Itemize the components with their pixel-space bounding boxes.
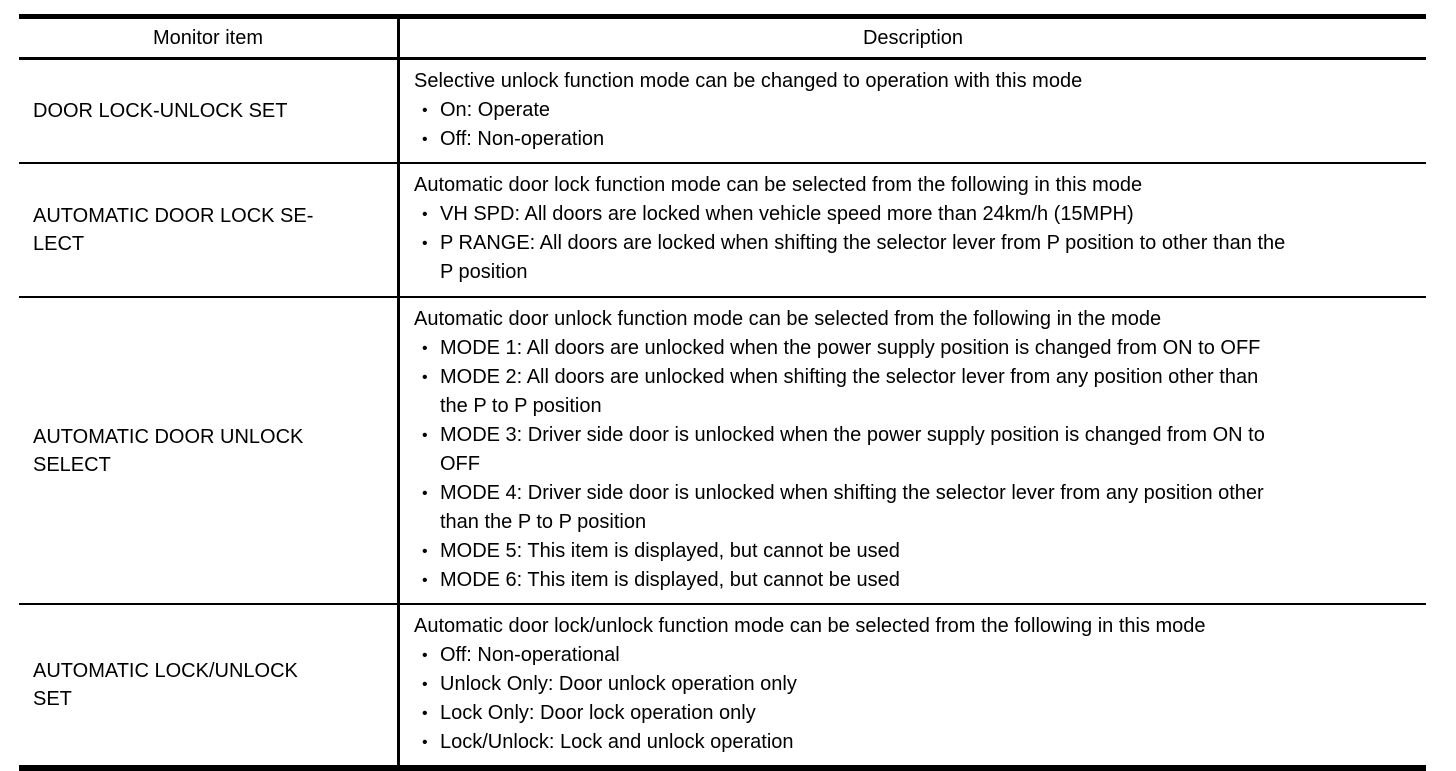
monitor-item-table: Monitor item Description DOOR LOCK-UNLOC…: [19, 14, 1426, 771]
bullet-icon: •: [422, 676, 428, 693]
description-cell: Selective unlock function mode can be ch…: [397, 60, 1426, 162]
bullet-item: • P RANGE: All doors are locked when shi…: [414, 229, 1414, 287]
bullet-item: • MODE 3: Driver side door is unlocked w…: [414, 421, 1414, 479]
monitor-item-name: AUTOMATIC DOOR UNLOCK SELECT: [33, 425, 304, 476]
bullet-item: • MODE 2: All doors are unlocked when sh…: [414, 363, 1414, 421]
description-cell: Automatic door lock/unlock function mode…: [397, 605, 1426, 765]
description-intro: Automatic door unlock function mode can …: [414, 308, 1162, 330]
bullet-item: • Lock/Unlock: Lock and unlock operation: [414, 728, 1414, 757]
description-intro: Automatic door lock function mode can be…: [414, 174, 1143, 196]
bullet-list: • MODE 1: All doors are unlocked when th…: [414, 334, 1414, 595]
monitor-item-name: DOOR LOCK-UNLOCK SET: [33, 100, 288, 122]
bullet-text: On: Operate: [440, 99, 551, 121]
monitor-item-name: AUTOMATIC LOCK/UNLOCK SET: [33, 660, 298, 710]
description-cell: Automatic door unlock function mode can …: [397, 298, 1426, 603]
bullet-text: VH SPD: All doors are locked when vehicl…: [440, 203, 1134, 225]
bullet-icon: •: [422, 543, 428, 560]
bullet-text: MODE 5: This item is displayed, but cann…: [440, 540, 900, 562]
bullet-text: MODE 1: All doors are unlocked when the …: [440, 337, 1261, 359]
monitor-item-name: AUTOMATIC DOOR LOCK SE- LECT: [33, 205, 314, 255]
bullet-icon: •: [422, 131, 428, 148]
bullet-text: Off: Non-operational: [440, 644, 620, 666]
description-cell: Automatic door lock function mode can be…: [397, 164, 1426, 296]
bullet-icon: •: [422, 705, 428, 722]
bullet-item: • Off: Non-operation: [414, 125, 1414, 154]
bullet-icon: •: [422, 427, 428, 444]
bullet-item: • Off: Non-operational: [414, 641, 1414, 670]
bullet-text: MODE 4: Driver side door is unlocked whe…: [440, 482, 1264, 533]
bullet-item: • Lock Only: Door lock operation only: [414, 699, 1414, 728]
bullet-list: • On: Operate • Off: Non-operation: [414, 96, 1414, 154]
bullet-icon: •: [422, 235, 428, 252]
bullet-text: MODE 6: This item is displayed, but cann…: [440, 569, 900, 591]
bullet-item: • On: Operate: [414, 96, 1414, 125]
bullet-item: • MODE 1: All doors are unlocked when th…: [414, 334, 1414, 363]
bullet-icon: •: [422, 369, 428, 386]
table-row-automatic-door-unlock-select: AUTOMATIC DOOR UNLOCK SELECT Automatic d…: [19, 296, 1426, 603]
bullet-text: Lock Only: Door lock operation only: [440, 702, 756, 724]
description-intro: Automatic door lock/unlock function mode…: [414, 615, 1206, 637]
bullet-text: MODE 2: All doors are unlocked when shif…: [440, 366, 1259, 417]
table-header-row: Monitor item Description: [19, 19, 1426, 57]
bullet-icon: •: [422, 572, 428, 589]
bullet-text: Unlock Only: Door unlock operation only: [440, 673, 797, 695]
bullet-icon: •: [422, 734, 428, 751]
description-intro: Selective unlock function mode can be ch…: [414, 70, 1083, 92]
bullet-text: MODE 3: Driver side door is unlocked whe…: [440, 424, 1265, 475]
bullet-item: • Unlock Only: Door unlock operation onl…: [414, 670, 1414, 699]
bullet-list: • Off: Non-operational • Unlock Only: Do…: [414, 641, 1414, 757]
bullet-item: • MODE 4: Driver side door is unlocked w…: [414, 479, 1414, 537]
table-row-door-lock-unlock-set: DOOR LOCK-UNLOCK SET Selective unlock fu…: [19, 57, 1426, 162]
bullet-text: P RANGE: All doors are locked when shift…: [440, 232, 1286, 283]
table-row-automatic-door-lock-select: AUTOMATIC DOOR LOCK SE- LECT Automatic d…: [19, 162, 1426, 296]
bullet-icon: •: [422, 340, 428, 357]
bullet-item: • VH SPD: All doors are locked when vehi…: [414, 200, 1414, 229]
bullet-icon: •: [422, 102, 428, 119]
bullet-item: • MODE 6: This item is displayed, but ca…: [414, 566, 1414, 595]
bullet-icon: •: [422, 206, 428, 223]
bullet-item: • MODE 5: This item is displayed, but ca…: [414, 537, 1414, 566]
column-header-monitor-item: Monitor item: [152, 27, 264, 49]
bullet-icon: •: [422, 485, 428, 502]
column-header-description: Description: [397, 19, 1426, 57]
bullet-list: • VH SPD: All doors are locked when vehi…: [414, 200, 1414, 287]
bullet-text: Off: Non-operation: [440, 128, 605, 150]
table-row-automatic-lock-unlock-set: AUTOMATIC LOCK/UNLOCK SET Automatic door…: [19, 603, 1426, 765]
bullet-icon: •: [422, 647, 428, 664]
bullet-text: Lock/Unlock: Lock and unlock operation: [440, 731, 794, 753]
